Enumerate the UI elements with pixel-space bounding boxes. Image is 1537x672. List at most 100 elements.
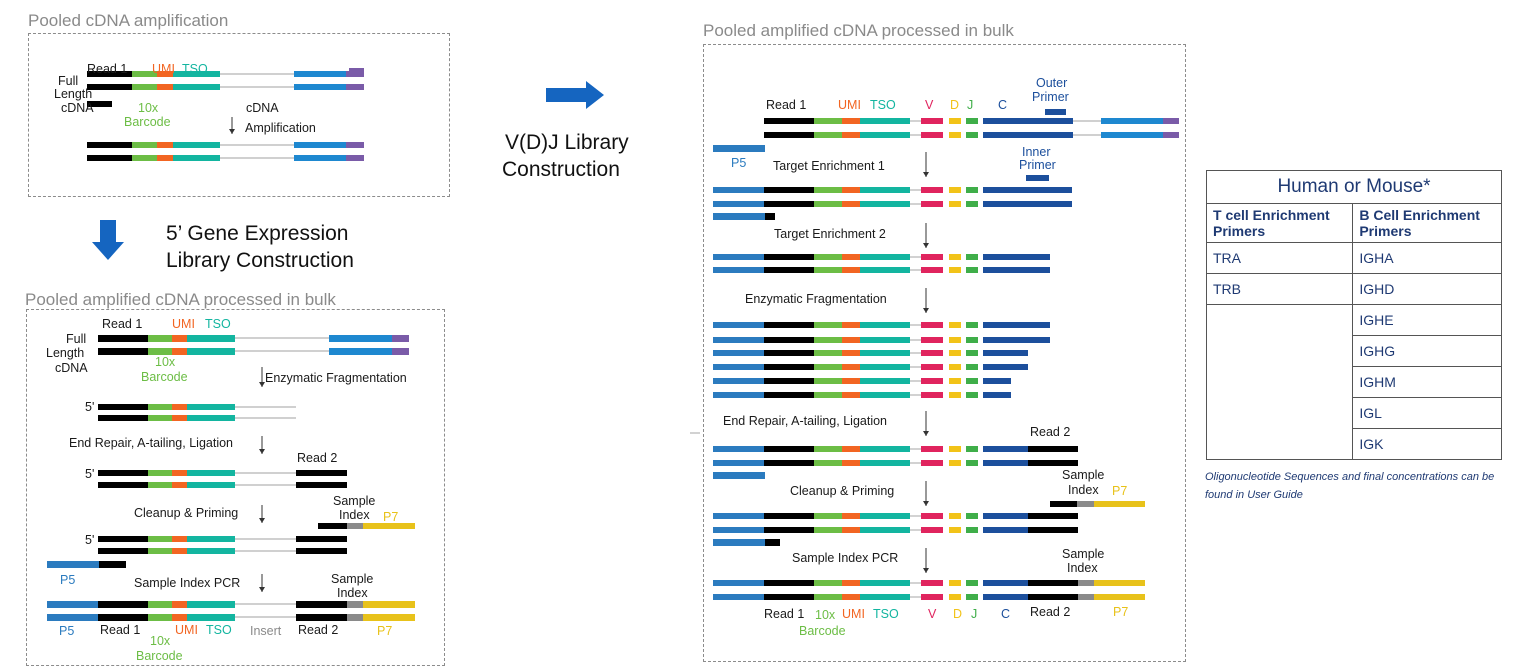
barcode-segment (814, 378, 842, 384)
final-read2-label: Read 2 (1030, 605, 1071, 619)
c-label: C (998, 98, 1008, 112)
umi-segment (172, 482, 187, 488)
read1-segment (98, 548, 148, 554)
c-segment (983, 350, 1028, 356)
panel-a-title: Pooled cDNA amplification (28, 11, 229, 30)
barcode-segment (148, 415, 172, 421)
c-segment (983, 201, 1072, 207)
d-segment (949, 594, 961, 600)
tso-segment (860, 594, 910, 600)
table-cell: IGHA (1352, 242, 1502, 274)
barcode-segment (814, 460, 842, 466)
tso-segment (860, 513, 910, 519)
barcode-segment (148, 548, 172, 554)
p5-segment (713, 527, 764, 533)
tso-segment (860, 446, 910, 452)
down-arrow-icon (923, 568, 929, 573)
barcode-segment (814, 527, 842, 533)
tso-label: TSO (870, 98, 896, 112)
j-segment (966, 350, 978, 356)
j-segment (966, 364, 978, 370)
j-segment (966, 513, 978, 519)
umi-segment (842, 460, 860, 466)
index-label: Index (1068, 483, 1099, 497)
down-arrow-icon (259, 382, 265, 387)
down-arrow-icon (92, 220, 124, 260)
read1-segment (98, 482, 148, 488)
umi-segment (842, 364, 860, 370)
read2-segment (296, 470, 347, 476)
full-label: Full (58, 74, 79, 88)
p7-segment (363, 614, 415, 621)
read1-segment (764, 392, 814, 398)
read2-segment (318, 523, 347, 529)
c-segment (983, 337, 1050, 343)
final-tso-label: TSO (206, 623, 232, 637)
v-label: V (925, 98, 934, 112)
read1-segment (764, 267, 814, 273)
read1-segment (98, 470, 148, 476)
barcode-segment (814, 446, 842, 452)
v-segment (921, 254, 943, 260)
final-umi-label: UMI (842, 607, 865, 621)
umi-segment (172, 548, 187, 554)
table-cell-empty (1205, 304, 1354, 460)
read1-segment (98, 601, 148, 608)
p5-segment (713, 392, 764, 398)
umi-label: UMI (838, 98, 861, 112)
umi-segment (842, 201, 860, 207)
final-read1-label: Read 1 (100, 623, 141, 637)
p5-segment (713, 350, 764, 356)
index-segment (1077, 501, 1094, 507)
polya-segment (392, 348, 409, 355)
p5-segment (713, 322, 764, 328)
index-segment (1078, 580, 1094, 586)
read1-segment (764, 337, 814, 343)
p5-segment (713, 446, 764, 452)
p5-segment (47, 601, 98, 608)
down-arrow-icon (923, 308, 929, 313)
c-segment (983, 513, 1028, 519)
tso-segment (187, 482, 235, 488)
umi-segment (842, 513, 860, 519)
amp-label-2: Amplification (245, 121, 316, 135)
tso-segment (187, 348, 235, 355)
tso-segment (860, 201, 910, 207)
final-tenx-label: 10x (150, 634, 171, 648)
tso-segment (860, 118, 910, 124)
read1-segment (764, 201, 814, 207)
tso-segment (173, 71, 220, 77)
final-j-label: J (971, 607, 978, 621)
tso-segment (860, 187, 910, 193)
read2-segment (1028, 594, 1078, 600)
c-segment (983, 392, 1011, 398)
inner-primer-label-2: Primer (1019, 158, 1056, 172)
table-header-b-cell: B Cell Enrichment Primers (1352, 203, 1502, 243)
umi-segment (842, 527, 860, 533)
umi-segment (842, 132, 860, 138)
p5-segment (713, 145, 765, 152)
d-label: D (950, 98, 960, 112)
index-label: Index (339, 508, 370, 522)
down-arrow-icon (229, 129, 235, 134)
d-segment (949, 322, 961, 328)
outer-primer-label: Outer (1036, 76, 1068, 90)
cdna-label: cDNA (55, 361, 88, 375)
v-segment (921, 132, 943, 138)
read1-segment (98, 404, 148, 410)
p5-segment (713, 513, 764, 519)
c-segment (983, 460, 1028, 466)
read2-label: Read 2 (297, 451, 338, 465)
table-row: IGK (1207, 428, 1502, 460)
v-segment (921, 513, 943, 519)
umi-segment (842, 254, 860, 260)
umi-segment (842, 118, 860, 124)
j-segment (966, 187, 978, 193)
read2-segment (1028, 446, 1078, 452)
inner-primer-label: Inner (1022, 145, 1051, 159)
step-label: Sample Index PCR (792, 551, 899, 565)
table-row: TRA IGHA (1205, 242, 1502, 274)
down-arrow-icon (259, 449, 265, 454)
barcode-segment (814, 594, 842, 600)
v-segment (921, 364, 943, 370)
